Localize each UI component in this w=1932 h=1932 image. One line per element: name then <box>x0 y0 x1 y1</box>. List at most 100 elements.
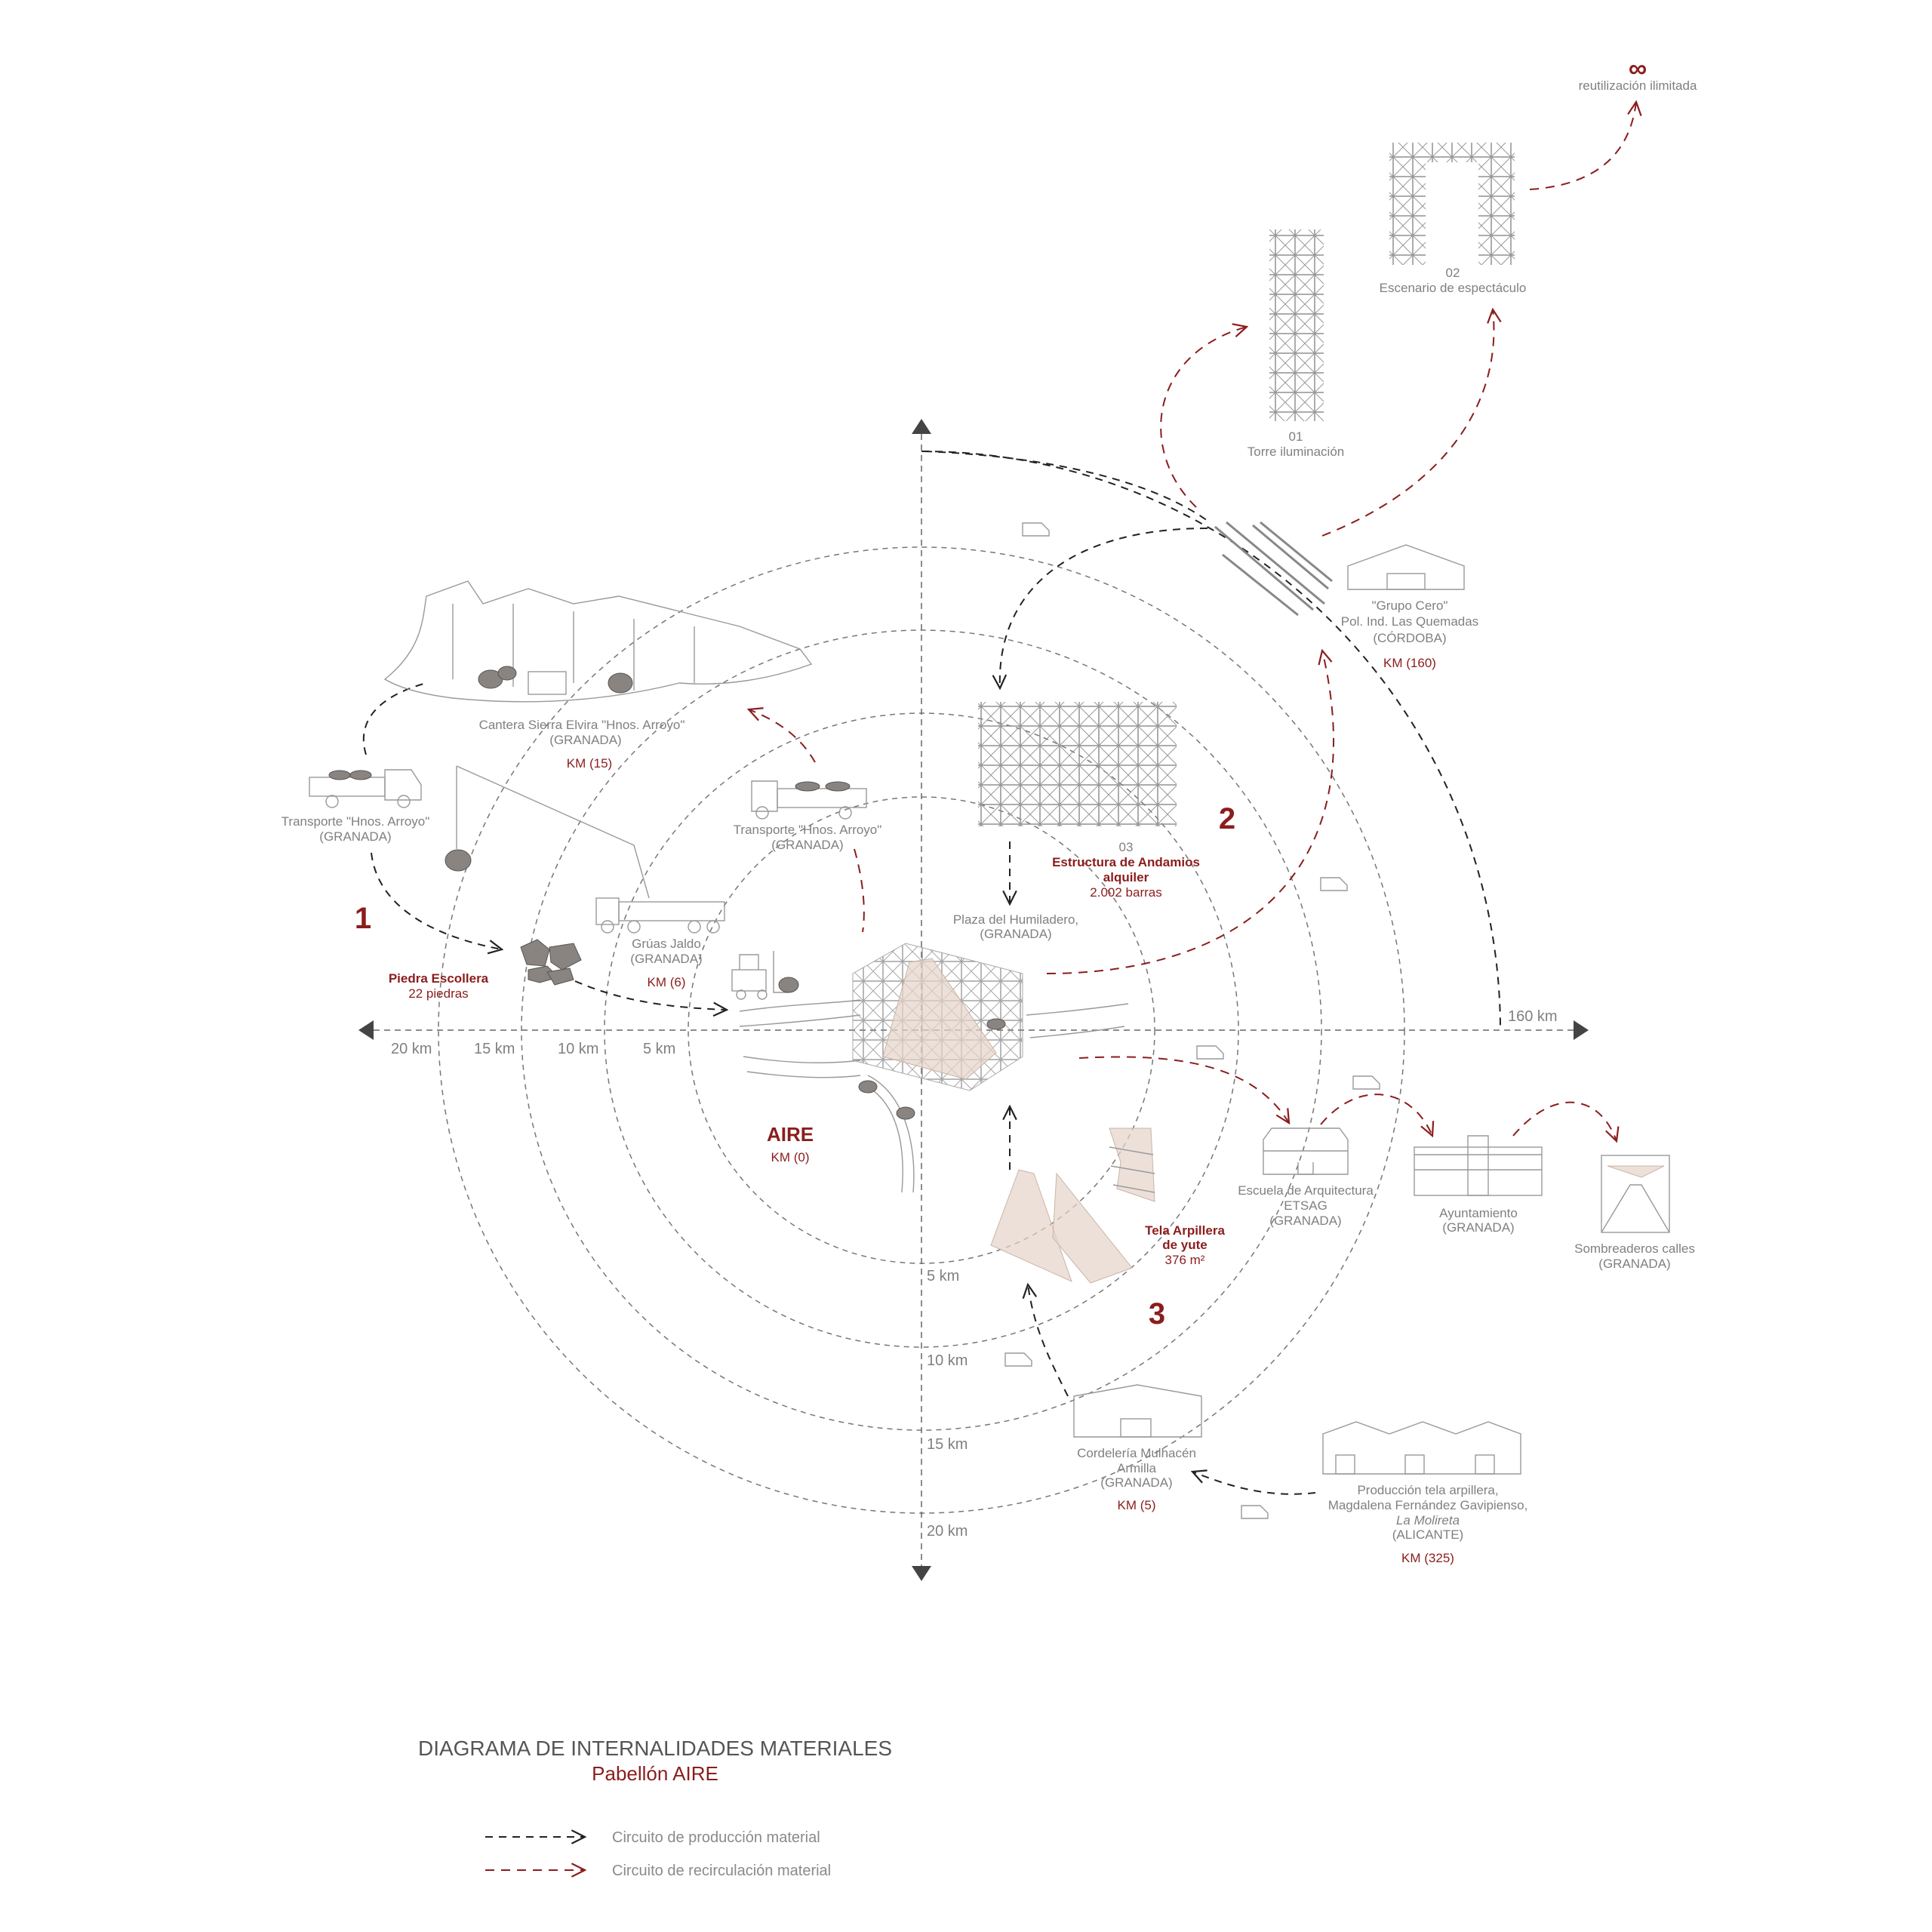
circuit-number-1: 1 <box>355 902 371 935</box>
torre-label: Torre iluminación <box>1247 445 1345 459</box>
ayuntamiento-building-icon <box>1414 1135 1543 1196</box>
km-label-h-15: 15 km <box>474 1041 515 1057</box>
cordeleria-warehouse-icon <box>1073 1384 1202 1438</box>
arrow-recirc-site <box>854 848 865 933</box>
cordeleria-city: (GRANADA) <box>1100 1475 1172 1490</box>
circuit-number-2: 2 <box>1219 802 1235 835</box>
sombreaderos-street-icon <box>1601 1155 1670 1233</box>
van-icons <box>1004 522 1380 1519</box>
grupo-cero-warehouse-icon <box>1347 544 1465 590</box>
ayuntamiento-city: (GRANADA) <box>1442 1220 1514 1235</box>
km-label-v-5: 5 km <box>927 1268 959 1284</box>
escenario-number: 02 <box>1446 266 1460 280</box>
recirculation-arrows <box>749 102 1636 1141</box>
km-label-h-10: 10 km <box>558 1041 598 1057</box>
tela-qty: 376 m² <box>1165 1253 1205 1267</box>
arrow-to-ayuntamiento <box>1320 1094 1432 1136</box>
grupo-cero-km: KM (160) <box>1383 656 1436 670</box>
circuit-number-3: 3 <box>1149 1297 1165 1331</box>
produccion-person: Magdalena Fernández Gavipienso, <box>1328 1498 1528 1512</box>
produccion-city: (ALICANTE) <box>1392 1527 1463 1542</box>
van-icon <box>1320 877 1348 891</box>
km-label-160: 160 km <box>1508 1008 1558 1025</box>
andamios-count: 2.002 barras <box>1090 885 1161 900</box>
produccion-km: KM (325) <box>1401 1551 1454 1565</box>
transporte-1-name: Transporte "Hnos. Arroyo" <box>281 814 430 829</box>
plaza-city: (GRANADA) <box>980 927 1051 941</box>
km-label-v-10: 10 km <box>927 1352 968 1369</box>
arrow-to-sombreaderos <box>1512 1101 1617 1141</box>
legend-recirculation-label: Circuito de recirculación material <box>612 1863 831 1879</box>
escuela-name: Escuela de Arquitectura <box>1238 1183 1374 1198</box>
van-icon <box>1352 1075 1380 1090</box>
produccion-warehouse-icon <box>1322 1421 1521 1475</box>
cordeleria-name: Cordelería Mulhacén <box>1077 1446 1196 1460</box>
diagram-subtitle: Pabellón AIRE <box>592 1762 718 1785</box>
torre-number: 01 <box>1289 429 1303 444</box>
km-label-h-5: 5 km <box>643 1041 675 1057</box>
van-icon <box>1196 1045 1224 1060</box>
legend: Circuito de producción material Circuito… <box>485 1829 831 1879</box>
sombreaderos-city: (GRANADA) <box>1598 1257 1670 1271</box>
arrow-to-reuse <box>1529 102 1636 190</box>
jute-fabric-drawing <box>990 1128 1155 1284</box>
tela-title-2: de yute <box>1162 1238 1208 1252</box>
pavilion-aire-drawing <box>739 943 1129 1193</box>
escuela-code: ETSAG <box>1284 1198 1327 1213</box>
truck-icon <box>751 780 867 820</box>
cantera-city: (GRANADA) <box>549 733 621 747</box>
gruas-name: Grúas Jaldo <box>632 937 701 951</box>
torre-structure <box>1269 229 1324 421</box>
arrow-rocks-to-site <box>574 980 727 1010</box>
center-name: AIRE <box>767 1123 814 1146</box>
grupo-cero-address: Pol. Ind. Las Quemadas <box>1341 614 1478 629</box>
grupo-cero-city: (CÓRDOBA) <box>1373 631 1446 645</box>
escuela-building-icon <box>1263 1128 1349 1175</box>
production-arrows <box>362 451 1316 1495</box>
legend-production-label: Circuito de producción material <box>612 1829 820 1846</box>
piedra-title: Piedra Escollera <box>389 971 489 986</box>
plaza-name: Plaza del Humiladero, <box>953 912 1078 927</box>
sombreaderos-name: Sombreaderos calles <box>1574 1241 1695 1256</box>
cordeleria-km: KM (5) <box>1118 1498 1156 1512</box>
arrow-to-escuela <box>1078 1056 1289 1123</box>
arrow-to-escenario <box>1321 309 1494 537</box>
andamios-structure <box>978 702 1177 826</box>
arrow-down-icon <box>912 1566 931 1581</box>
produccion-company: La Molireta <box>1396 1513 1460 1527</box>
arrow-site-to-grupo-cero <box>1046 651 1334 974</box>
van-icon <box>1022 522 1050 537</box>
arrow-up-icon <box>912 419 931 434</box>
andamios-title: Estructura de Andamios <box>1052 855 1200 869</box>
tela-title-1: Tela Arpillera <box>1145 1223 1225 1238</box>
produccion-name: Producción tela arpillera, <box>1357 1483 1498 1497</box>
km-label-v-20: 20 km <box>927 1523 968 1540</box>
arrow-cordeleria-to-fabric <box>1028 1284 1069 1397</box>
gruas-km: KM (6) <box>648 975 686 989</box>
arrow-right-icon <box>1574 1020 1589 1040</box>
arrow-cantera-to-truck <box>362 682 427 755</box>
ring-160km <box>921 451 1501 1031</box>
infinity-icon: ∞ <box>1629 54 1647 83</box>
cantera-km: KM (15) <box>567 756 612 771</box>
arrow-axis-to-scaffold <box>924 451 1208 521</box>
diagram-title: DIAGRAMA DE INTERNALIDADES MATERIALES <box>418 1737 892 1760</box>
km-label-v-15: 15 km <box>927 1436 968 1453</box>
transporte-1-city: (GRANADA) <box>319 829 391 844</box>
arrow-scaffold-to-andamios <box>1000 528 1208 688</box>
grupo-cero-name: "Grupo Cero" <box>1372 598 1448 613</box>
escenario-label: Escenario de espectáculo <box>1380 281 1527 295</box>
escenario-structure <box>1389 143 1515 265</box>
cantera-name: Cantera Sierra Elvira "Hnos. Arroyo" <box>479 718 685 732</box>
gruas-city: (GRANADA) <box>630 952 702 966</box>
arrow-produccion-to-cordeleria <box>1192 1472 1316 1495</box>
center-km: KM (0) <box>771 1150 810 1164</box>
van-icon <box>1241 1505 1269 1519</box>
escuela-city: (GRANADA) <box>1269 1214 1341 1228</box>
transporte-2-name: Transporte "Hnos. Arroyo" <box>734 823 882 837</box>
reuse-label: reutilización ilimitada <box>1579 78 1697 93</box>
ayuntamiento-name: Ayuntamiento <box>1439 1206 1518 1220</box>
scaffold-bars-icon <box>1214 521 1333 617</box>
arrow-truck-to-rocks <box>371 852 502 949</box>
